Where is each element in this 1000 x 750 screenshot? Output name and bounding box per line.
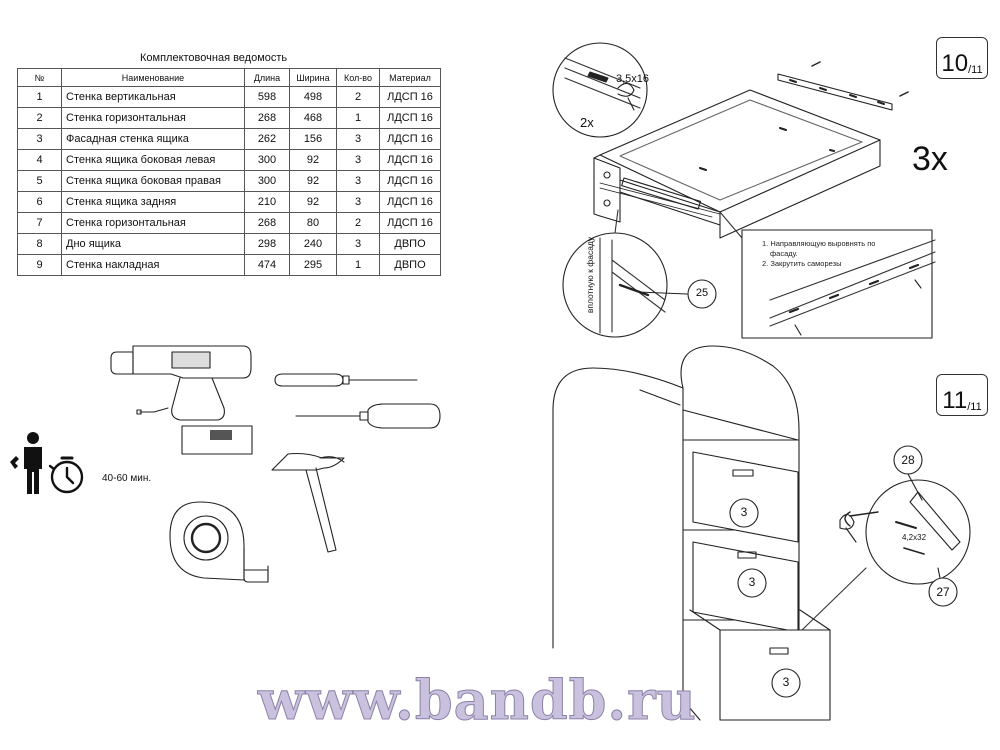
callout-28-label: 28 [901, 453, 915, 467]
zoom-circle-handle [801, 479, 971, 631]
hammer-icon [271, 452, 345, 553]
zoom-circle-rail [562, 209, 668, 338]
drawer-label-2: 3 [748, 575, 756, 589]
cell-material: ЛДСП 16 [379, 128, 441, 150]
screw-size-label: 3,5x16 [616, 73, 650, 85]
multiplier-label: 3x [912, 140, 948, 178]
cell-length: 474 [244, 254, 290, 276]
step-10-total: /11 [968, 64, 983, 76]
screwdriver-icon [274, 373, 441, 429]
cell-name: Стенка горизонтальная [61, 107, 245, 129]
screw-size-step11: 4,2x32 [902, 533, 927, 542]
rail-drawing [777, 61, 909, 111]
step-11-total: /11 [967, 401, 982, 413]
drawer-label-circles [729, 498, 801, 698]
screw-count-label: 2x [580, 115, 594, 130]
cell-width: 240 [289, 233, 337, 255]
cell-name: Дно ящика [61, 233, 245, 255]
cabinet-drawing [552, 345, 831, 721]
assembly-time: 40-60 мин. [102, 473, 152, 484]
callout-25 [637, 279, 717, 309]
cell-width: 498 [289, 86, 337, 108]
cell-material: ДВПО [379, 254, 441, 276]
watermark: www.bandb.ru [258, 668, 697, 733]
parts-table: № Наименование Длина Ширина Кол-во Матер… [17, 68, 441, 276]
cell-name: Стенка накладная [61, 254, 245, 276]
cell-name: Фасадная стенка ящика [61, 128, 245, 150]
cell-width: 80 [289, 212, 337, 234]
detail-panel [719, 211, 936, 339]
step-10-number: 10 [941, 50, 969, 77]
step-11-badge: 11/11 [936, 374, 988, 416]
cell-material: ЛДСП 16 [379, 107, 441, 129]
drill-icon [110, 345, 253, 455]
cell-name: Стенка ящика боковая левая [61, 149, 245, 171]
stopwatch-icon [48, 456, 84, 494]
instruction-note: 1. Направляющую выровнять по фасаду. 2. … [762, 239, 875, 269]
cell-length: 210 [244, 191, 290, 213]
cell-name: Стенка вертикальная [61, 86, 245, 108]
callout-25-label: 25 [695, 287, 709, 299]
rail-side-label: вплотную к фасаду [585, 236, 595, 314]
zoom-circle-screw [552, 42, 648, 138]
drawer-box-drawing [593, 89, 881, 239]
cell-length: 268 [244, 107, 290, 129]
note-line-2: фасаду. [770, 249, 798, 258]
table-title: Комплектовочная ведомость [140, 52, 288, 64]
cell-name: Стенка ящика боковая правая [61, 170, 245, 192]
callouts-step11 [893, 445, 958, 607]
cell-material: ЛДСП 16 [379, 86, 441, 108]
note-line-3: 2. Закрутить саморезы [762, 259, 842, 268]
step-10-badge: 10/11 [936, 37, 988, 79]
callout-27-label: 27 [936, 585, 950, 599]
step-11-number: 11 [942, 387, 968, 414]
worker-icon [10, 432, 42, 494]
cell-width: 295 [289, 254, 337, 276]
cell-material: ЛДСП 16 [379, 170, 441, 192]
drawer-label-3: 3 [782, 675, 790, 689]
drawer-label-1: 3 [740, 505, 748, 519]
tape-measure-icon [169, 501, 269, 583]
note-line-1: 1. Направляющую выровнять по [762, 239, 876, 248]
